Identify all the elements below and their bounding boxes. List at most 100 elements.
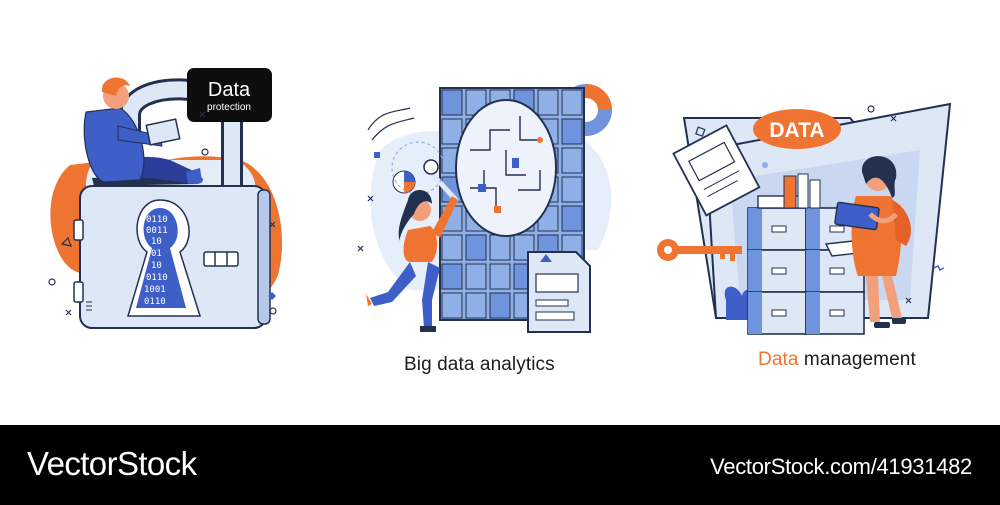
illustration-svg: 0110 0011 10 01 10 0110 1001 0110 [48, 68, 952, 335]
footer-brand: VectorStock [27, 445, 197, 482]
deco-lines [86, 301, 92, 311]
deco-cross [357, 245, 364, 252]
data-protection-scene: 0110 0011 10 01 10 0110 1001 0110 [48, 68, 283, 329]
keyhole-dark [136, 208, 186, 308]
footer-image-id: VectorStock.com/41931482 [710, 454, 972, 479]
deco-cross [199, 111, 206, 118]
magnifier-handle [431, 173, 459, 203]
data-protection-tag: Data protection [187, 68, 272, 122]
server-cell [465, 292, 487, 319]
server-cell [561, 176, 583, 203]
server-cell [561, 205, 583, 232]
binary-row: 0110 [144, 297, 166, 307]
cabinet-drawer-side [806, 292, 820, 334]
binder [809, 179, 821, 209]
circuit-node [478, 184, 486, 192]
caption-accent: Data [758, 349, 799, 370]
drawer-handle [771, 267, 787, 275]
cabinet-drawer-side [806, 250, 820, 292]
mini-pie-slice [404, 182, 415, 193]
binder [783, 175, 797, 209]
cabinet-drawer-side [806, 208, 820, 250]
key-icon [657, 239, 742, 261]
binder [757, 195, 805, 209]
server-cell [537, 89, 559, 116]
binary-row: 0110 [146, 273, 168, 283]
file-cabinet [747, 207, 870, 335]
woman-analyst [366, 189, 458, 332]
drawer-handle [771, 309, 787, 317]
lock-hinge-top [73, 219, 84, 241]
server-cell [489, 234, 511, 261]
drawer-handle [829, 309, 845, 317]
deco-circle [269, 307, 277, 315]
magnifier-small [423, 159, 439, 175]
big-data-analytics-caption: Big data analytics [404, 354, 555, 375]
server-cell [465, 263, 487, 290]
dashed-orbit [391, 141, 445, 195]
paper-sheet [672, 124, 761, 217]
drawer-handle [771, 225, 787, 233]
deco-triangle [60, 236, 72, 247]
server-cell [465, 234, 487, 261]
binary-row: 1001 [144, 285, 166, 295]
deco-circle [867, 105, 875, 113]
woman-with-tablet [834, 156, 911, 328]
binary-row: 0011 [146, 226, 168, 236]
data-banner-label: DATA [769, 119, 824, 142]
cabinet-drawer-side [748, 250, 762, 292]
document-card [527, 251, 591, 333]
binary-row: 10 [151, 237, 162, 247]
deco-square [374, 152, 380, 158]
data-management-scene: DATA [657, 102, 952, 335]
circuit-node [512, 158, 519, 168]
deco-squiggle [933, 265, 945, 271]
data-management-caption: Data management [758, 349, 916, 371]
server-cell [441, 234, 463, 261]
deco-cross [269, 221, 276, 228]
binary-row: 01 [151, 249, 162, 259]
deco-cross [367, 195, 374, 202]
server-cell [441, 118, 463, 145]
binary-row: 0110 [146, 215, 168, 225]
server-cell [561, 89, 583, 116]
lock-indicator [203, 251, 239, 267]
drawer-handle [829, 267, 845, 275]
tag-subtitle: protection [207, 102, 251, 113]
mini-pie-slice [404, 171, 415, 182]
deco-square [695, 126, 706, 137]
server-cell [489, 263, 511, 290]
deco-diamond [268, 292, 276, 300]
deco-cross [65, 309, 72, 316]
squiggle [367, 107, 411, 131]
lock-side [257, 189, 271, 325]
keyhole-binary: 0110 0011 10 01 10 0110 1001 0110 [144, 215, 168, 307]
server-cell [441, 292, 463, 319]
squiggle [371, 117, 415, 141]
deco-circle [48, 278, 56, 286]
deco-circle [201, 148, 209, 156]
cabinet-drawer-side [748, 292, 762, 334]
deco-dot [762, 162, 768, 168]
data-banner [753, 109, 841, 149]
caption-rest: management [798, 349, 916, 370]
circuit-node [494, 206, 501, 213]
cabinet-drawer-side [748, 208, 762, 250]
tag-title: Data [208, 79, 251, 101]
lock-hinge-bottom [73, 281, 84, 303]
big-data-scene [357, 84, 612, 333]
server-cell [489, 292, 511, 319]
illustration-stage: 0110 0011 10 01 10 0110 1001 0110 [48, 68, 952, 375]
deco-cross [890, 115, 897, 122]
drawer-handle [829, 225, 845, 233]
server-cell [561, 118, 583, 145]
binary-row: 10 [151, 261, 162, 271]
server-cell [441, 263, 463, 290]
server-cell [561, 147, 583, 174]
binder [797, 173, 809, 209]
watermark-footer: VectorStock VectorStock.com/41931482 [0, 425, 1000, 505]
deco-cross [905, 297, 912, 304]
server-cell [441, 89, 463, 116]
man-with-laptop [83, 77, 203, 186]
circuit-node [537, 137, 543, 143]
